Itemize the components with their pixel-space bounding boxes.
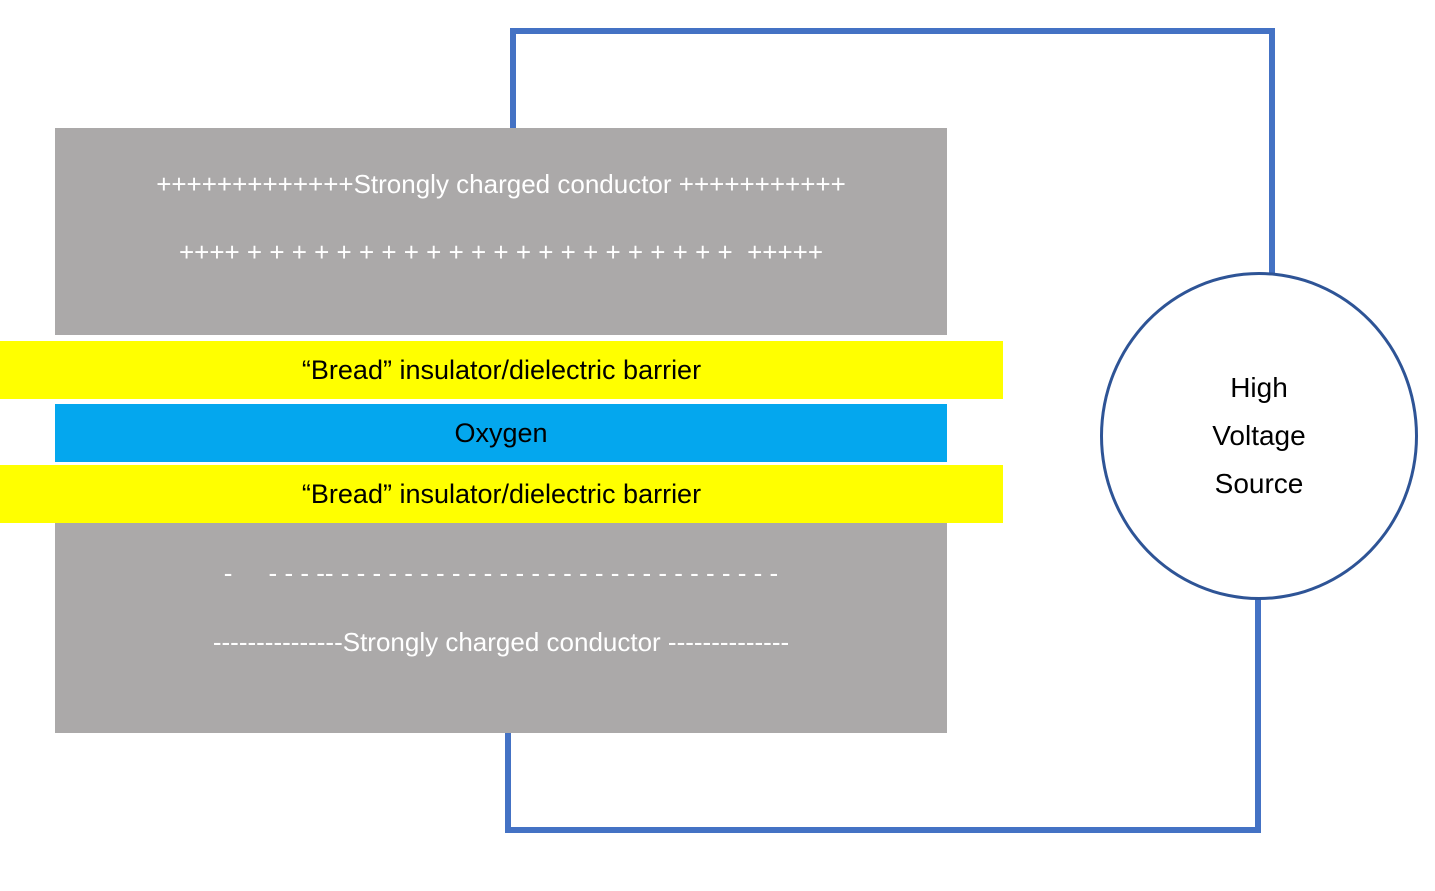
high-voltage-source-line-1: High	[1230, 372, 1288, 403]
bread-insulator-top-band: “Bread” insulator/dielectric barrier	[0, 341, 1003, 399]
bread-insulator-bottom-label: “Bread” insulator/dielectric barrier	[301, 478, 702, 509]
bottom-conductor-charge-line-2: ---------------Strongly charged conducto…	[212, 627, 790, 657]
top-conductor-plate: +++++++++++++Strongly charged conductor …	[55, 128, 947, 335]
high-voltage-source: High Voltage Source	[1100, 272, 1418, 600]
oxygen-band: Oxygen	[55, 404, 947, 462]
top-conductor-charge-line-2: ++++ + + + + + + + + + + + + + + + + + +…	[178, 237, 824, 267]
top-conductor-charge-line-1: +++++++++++++Strongly charged conductor …	[156, 169, 846, 199]
high-voltage-source-line-3: Source	[1214, 468, 1304, 499]
wire-bottom-path	[505, 585, 1261, 833]
high-voltage-source-line-2: Voltage	[1212, 420, 1306, 451]
bread-insulator-bottom-band: “Bread” insulator/dielectric barrier	[0, 465, 1003, 523]
oxygen-label: Oxygen	[454, 417, 548, 448]
wire-top-path	[510, 28, 1275, 290]
bottom-conductor-charge-line-1: - - - - -- - - - - - - - - - - - - - - -…	[223, 558, 779, 588]
bread-insulator-top-label: “Bread” insulator/dielectric barrier	[301, 354, 702, 385]
bottom-conductor-plate: - - - - -- - - - - - - - - - - - - - - -…	[55, 521, 947, 733]
